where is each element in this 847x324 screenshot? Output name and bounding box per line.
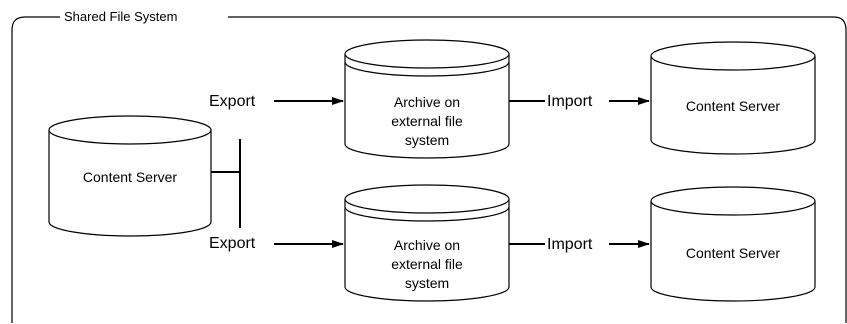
- source-content-server-label: Content Server: [83, 169, 177, 185]
- archive-top-line3: system: [405, 132, 449, 148]
- target-bottom-label: Content Server: [686, 245, 780, 261]
- target-top-label: Content Server: [686, 98, 780, 114]
- target-content-server-top: Content Server: [650, 41, 816, 155]
- shared-file-system-frame: Shared File System: [11, 9, 847, 323]
- import-label-top: Import: [547, 93, 593, 110]
- export-connector: [211, 139, 241, 228]
- archive-bottom-line2: external file: [391, 256, 463, 272]
- export-label-top: Export: [209, 93, 256, 110]
- archive-bottom-line1: Archive on: [394, 237, 460, 253]
- archive-top-line2: external file: [391, 113, 463, 129]
- archive-bottom-line3: system: [405, 275, 449, 291]
- import-lines: [509, 97, 650, 248]
- archive-cylinder-bottom: Archive on external file system: [344, 184, 510, 302]
- target-content-server-bottom: Content Server: [650, 186, 816, 302]
- export-arrows: [274, 97, 344, 248]
- archive-cylinder-top: Archive on external file system: [344, 39, 510, 159]
- export-label-bottom: Export: [209, 235, 256, 252]
- source-content-server: Content Server: [48, 115, 212, 237]
- frame-title: Shared File System: [64, 9, 177, 24]
- archive-top-line1: Archive on: [394, 94, 460, 110]
- import-label-bottom: Import: [547, 236, 593, 253]
